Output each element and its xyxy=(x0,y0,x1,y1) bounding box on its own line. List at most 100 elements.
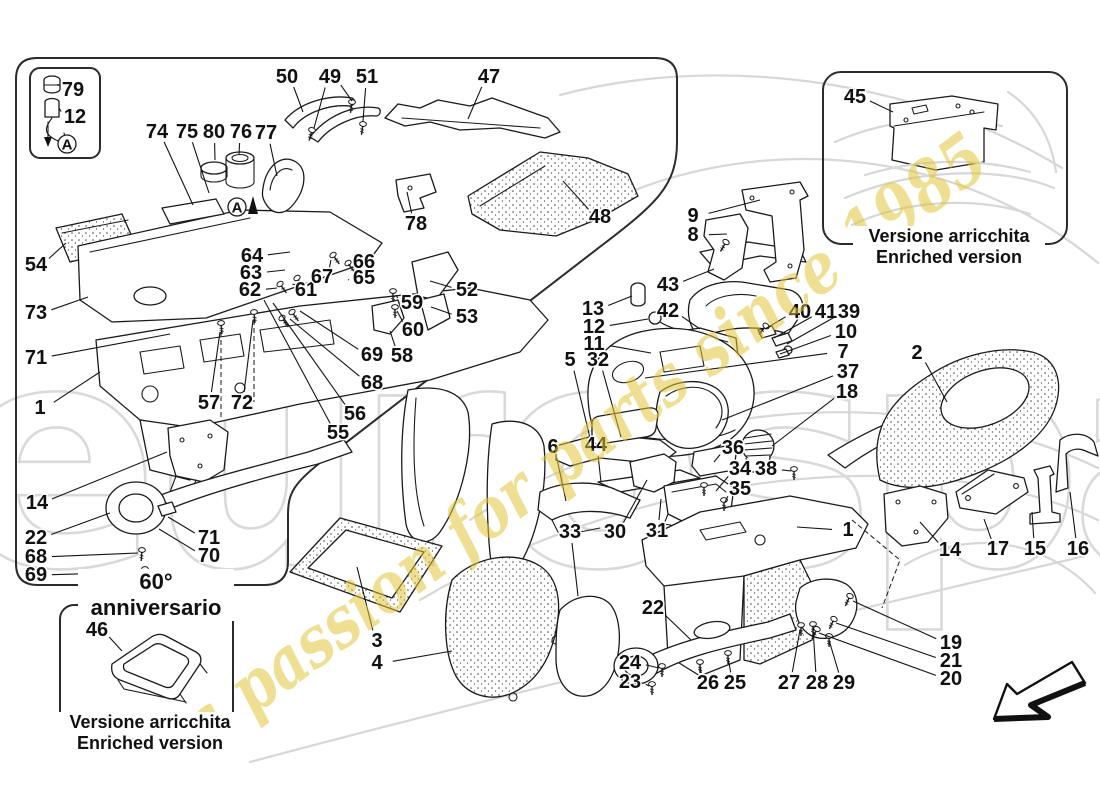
part-callout: 58 xyxy=(391,345,413,367)
callout-leader-line xyxy=(571,542,579,597)
part-callout: 1 xyxy=(842,519,853,541)
callout-leader-line xyxy=(818,632,937,676)
part-callout: 60 xyxy=(402,319,424,341)
part-callout: 33 xyxy=(559,521,581,543)
part-callout: 23 xyxy=(619,671,641,693)
callout-leader-line xyxy=(828,639,840,673)
part-callout: 52 xyxy=(456,279,478,301)
callout-leader-line xyxy=(796,526,833,530)
part-callout: 24 xyxy=(619,652,642,674)
callout-leader-line xyxy=(781,469,792,472)
part-callout: 9 xyxy=(687,205,698,227)
part-callout: 77 xyxy=(255,122,277,144)
callout-leader-line xyxy=(243,319,254,393)
part-callout: 44 xyxy=(585,434,608,456)
main-detail-marker: A xyxy=(227,196,258,217)
callout-leader-line xyxy=(771,397,835,447)
callout-leader-line xyxy=(645,664,660,669)
callout-leader-line xyxy=(289,318,360,377)
callout-leader-line xyxy=(328,259,332,268)
callout-leader-line xyxy=(51,296,89,311)
enriched-caption-bottom-en: Enriched version xyxy=(76,733,224,754)
part-callout: 67 xyxy=(311,266,333,288)
callout-leader-line xyxy=(602,370,622,438)
standard-tunnel-assembly xyxy=(613,349,1099,685)
part-callout: 12 xyxy=(64,106,86,128)
part-callout: 65 xyxy=(353,267,375,289)
part-callout: 8 xyxy=(687,224,698,246)
enriched-caption-top: Versione arricchita Enriched version xyxy=(853,226,1045,269)
part-callout: 74 xyxy=(146,121,169,143)
part-callout: 75 xyxy=(176,121,198,143)
callout-leader-line xyxy=(191,142,210,194)
callout-leader-line xyxy=(313,87,326,129)
callout-leader-line xyxy=(299,310,359,350)
part-callout: 68 xyxy=(361,372,383,394)
callout-leader-line xyxy=(835,622,936,659)
callout-leader-line xyxy=(269,143,278,177)
callout-leader-line xyxy=(622,479,648,523)
part-callout: 61 xyxy=(295,279,317,301)
part-callout: 49 xyxy=(319,66,341,88)
callout-leader-line xyxy=(396,310,404,322)
callout-leader-line xyxy=(681,315,701,330)
callout-leader-line xyxy=(708,233,728,236)
part-callout: 16 xyxy=(1067,538,1089,560)
callout-leader-line xyxy=(51,552,139,558)
anniversary-tunnel-assembly xyxy=(55,96,639,574)
callout-leader-line xyxy=(773,316,812,339)
part-callout: 71 xyxy=(25,347,47,369)
part-callout: 73 xyxy=(25,302,47,324)
callout-leader-line xyxy=(664,614,692,641)
part-callout: 69 xyxy=(25,564,47,586)
callout-leader-line xyxy=(347,279,350,281)
part-callout: 17 xyxy=(987,538,1009,560)
callout-leader-line xyxy=(238,142,241,155)
callout-leader-line xyxy=(609,318,649,326)
part-callout: 59 xyxy=(401,292,423,314)
part-callout: 48 xyxy=(589,206,611,228)
callout-leader-line xyxy=(1069,491,1077,539)
callout-leader-line xyxy=(362,87,367,122)
callout-leader-line xyxy=(573,370,591,439)
callout-leader-line xyxy=(356,566,374,631)
part-callout: 62 xyxy=(239,279,261,301)
callout-leader-line xyxy=(779,334,831,355)
part-callout: 80 xyxy=(203,121,225,143)
callout-leader-line xyxy=(645,683,650,687)
part-callout: 22 xyxy=(642,597,664,619)
part-callout: 79 xyxy=(62,79,84,101)
part-callout: 53 xyxy=(456,306,478,328)
callout-leader-line xyxy=(919,521,939,543)
part-callout: 4 xyxy=(371,652,383,674)
callout-leader-line xyxy=(58,107,62,112)
callout-leader-line xyxy=(715,476,729,492)
callout-leader-line xyxy=(293,86,304,113)
callout-leader-line xyxy=(266,269,286,273)
part-callout: 5 xyxy=(564,349,575,371)
callout-leader-line xyxy=(983,518,992,540)
part-callout: 2 xyxy=(911,342,922,364)
part-callout: 40 xyxy=(789,301,811,323)
callout-leader-line xyxy=(263,299,331,424)
callout-leader-line xyxy=(430,306,452,315)
part-callout: 66 xyxy=(353,251,375,273)
part-callout: 19 xyxy=(940,632,962,654)
part-callout: 41 xyxy=(815,301,837,323)
callout-leader-line xyxy=(267,251,291,256)
part-callout: 10 xyxy=(835,321,857,343)
callout-leader-line xyxy=(597,455,602,483)
callout-leader-line xyxy=(53,371,101,403)
part-callout: 21 xyxy=(940,650,962,672)
enriched-inset-drawing-top xyxy=(850,95,1032,227)
detail-marker-a-main: A xyxy=(232,200,243,217)
part-callout: 32 xyxy=(587,349,609,371)
part-callout: 35 xyxy=(729,478,751,500)
callout-leader-line xyxy=(658,498,662,521)
callout-leader-line xyxy=(609,345,652,354)
enriched-caption-top-it: Versione arricchita xyxy=(868,226,1030,246)
callout-leader-line xyxy=(562,180,589,210)
part-callout: 27 xyxy=(778,672,800,694)
